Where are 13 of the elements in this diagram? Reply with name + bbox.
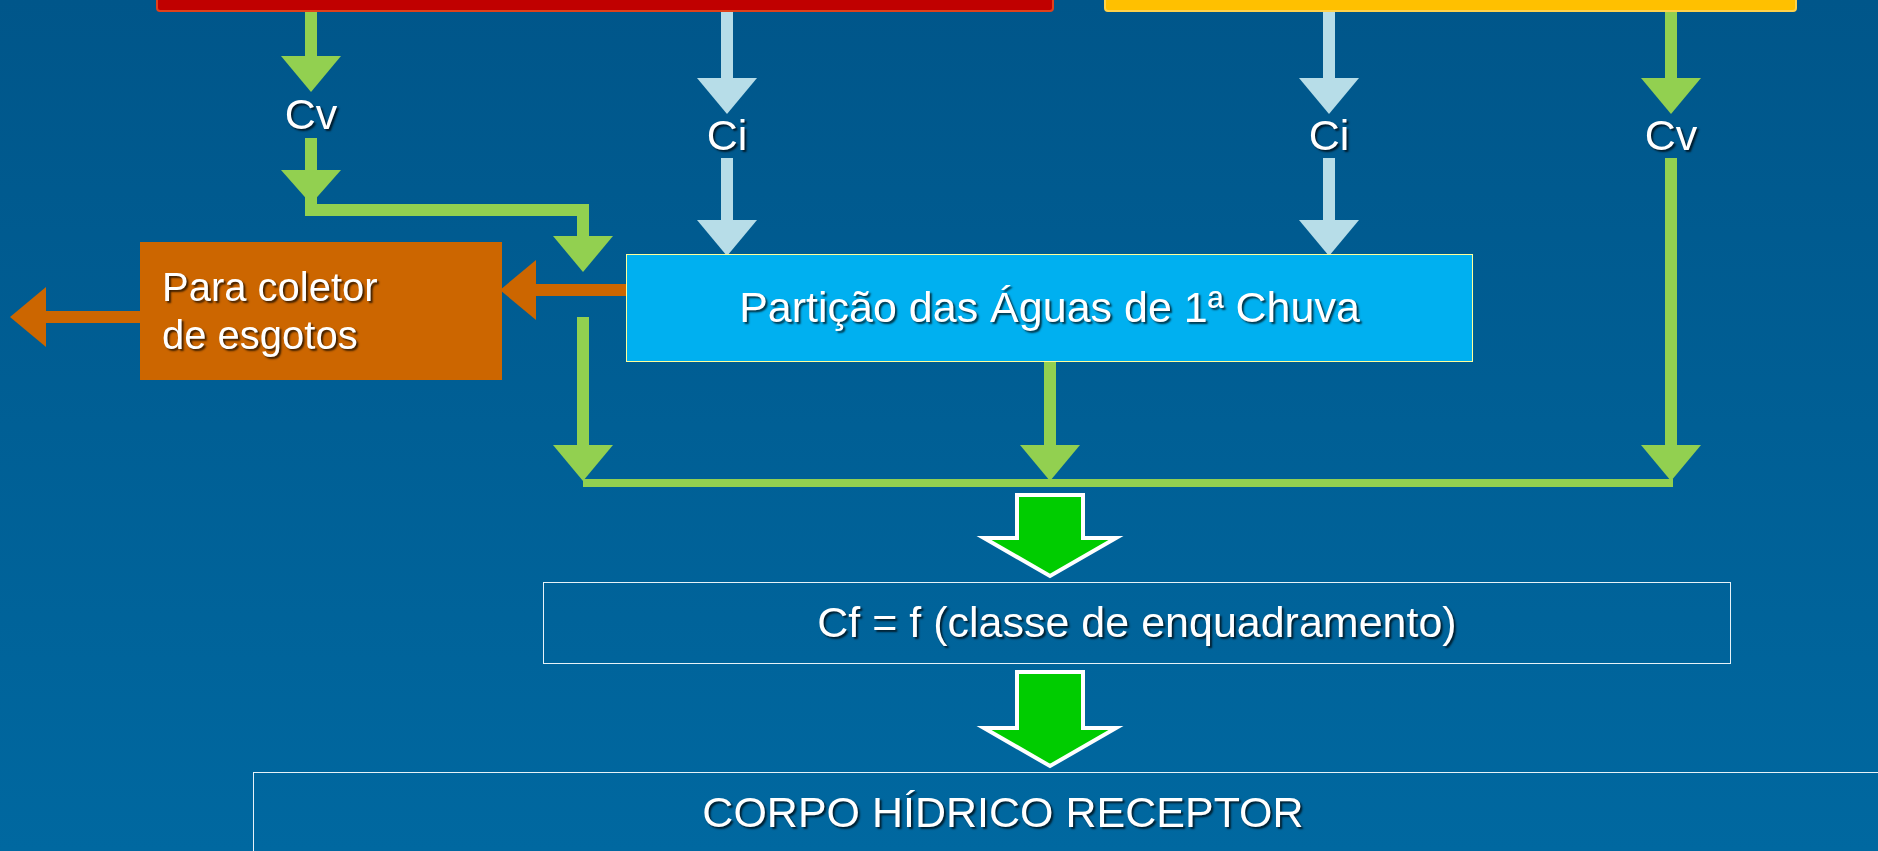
node-label: Cf = f (classe de enquadramento) — [817, 597, 1457, 649]
junction-bar — [583, 479, 1673, 487]
flow-label: Ci — [1299, 112, 1359, 158]
node-label: CORPO HÍDRICO RECEPTOR — [702, 787, 1304, 838]
flow-label: Cv — [276, 90, 346, 138]
node-label: Para coletor de esgotos — [162, 264, 379, 359]
node-label: Partição das Águas de 1ª Chuva — [739, 282, 1360, 334]
flow-label: Cv — [1636, 112, 1706, 158]
process-box — [543, 582, 1731, 664]
receiver-box — [253, 772, 1878, 851]
flow-label: Ci — [697, 112, 757, 158]
process-box — [140, 242, 502, 380]
process-box — [626, 254, 1473, 362]
